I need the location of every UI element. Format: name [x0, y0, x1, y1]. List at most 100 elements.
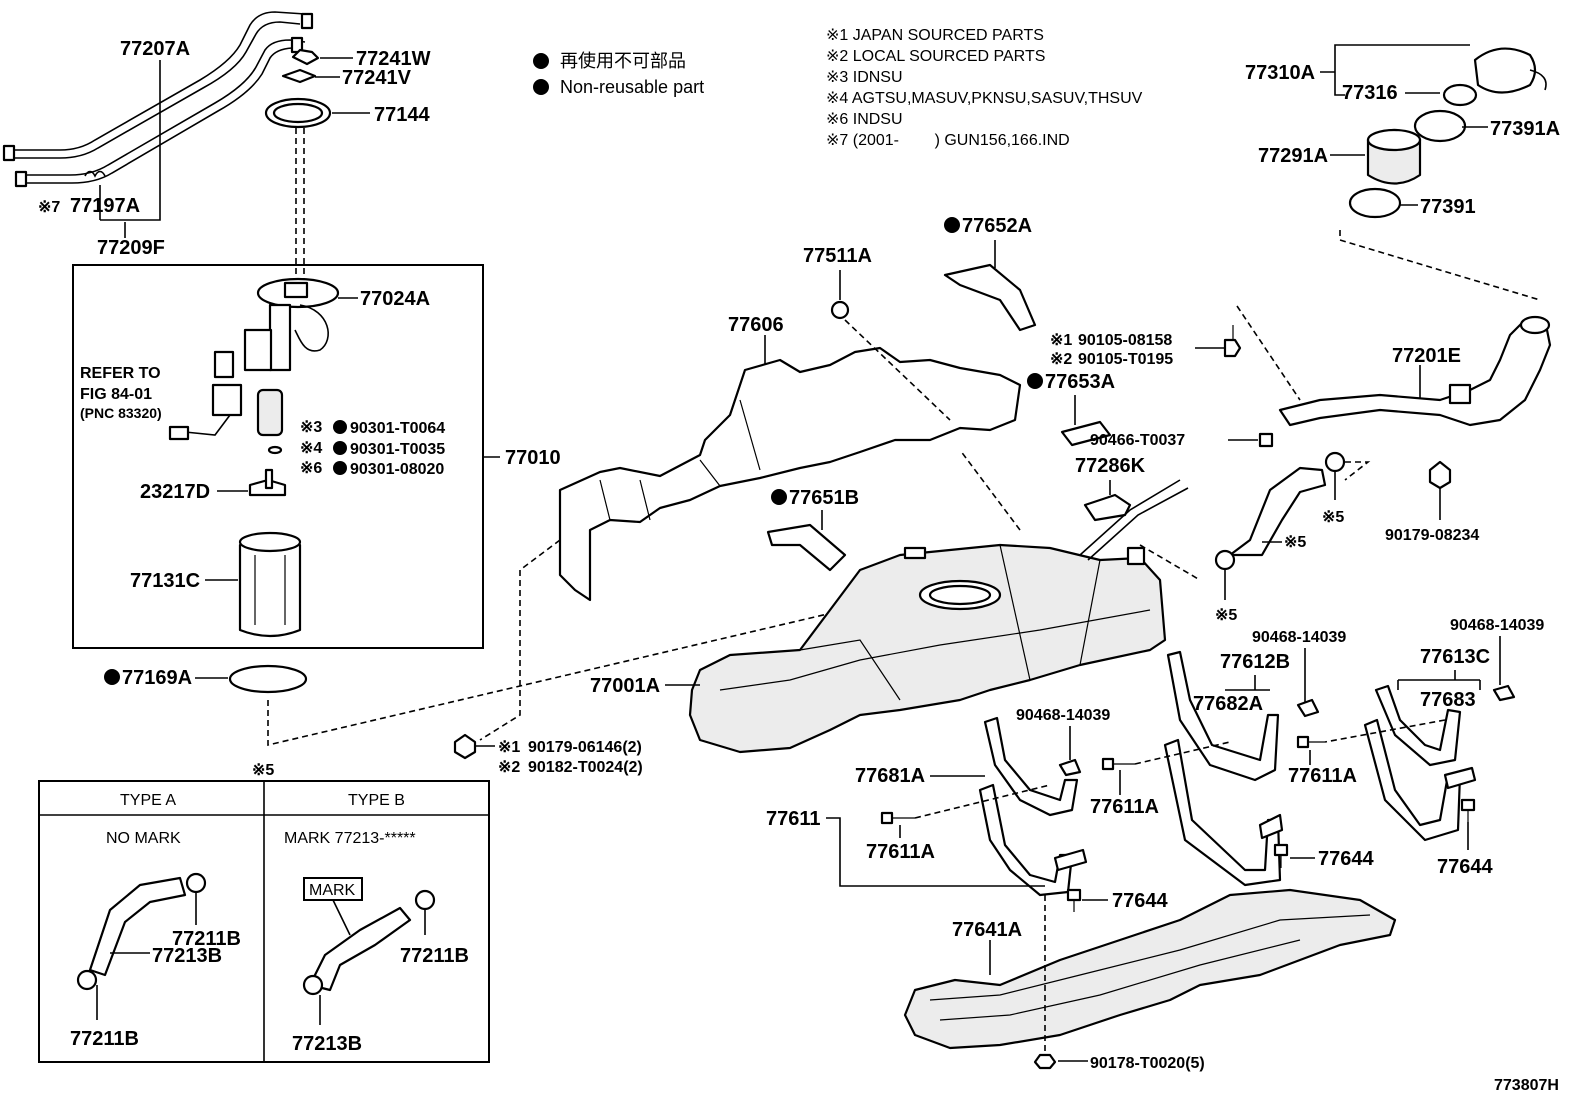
tank-seam — [719, 609, 1151, 691]
type-a-subheader: NO MARK — [106, 830, 181, 847]
cover-rib — [939, 939, 1301, 1021]
label-77131C: 77131C — [130, 570, 200, 592]
tank-filler-neck-icon — [1126, 546, 1146, 566]
label-77652A: 77652A — [962, 215, 1032, 237]
leader-77612B — [1225, 675, 1270, 691]
label-90105-08158-note: ※1 — [1050, 332, 1072, 349]
non-reusable-bullet-icon — [333, 461, 347, 475]
label-77241V: 77241V — [342, 67, 412, 89]
label-77291A: 77291A — [1258, 145, 1328, 167]
tube-end-icon — [2, 144, 16, 162]
pump-bracket — [243, 328, 273, 372]
non-reusable-bullet-icon — [533, 53, 549, 69]
label-90105-T0195-note: ※2 — [1050, 351, 1072, 368]
fuel-tank-77001A — [665, 543, 1167, 754]
fuel-tube-assembly — [2, 11, 314, 238]
tube-connector-icon — [300, 12, 314, 30]
cushion-77651B-icon — [766, 523, 847, 572]
pump-shaft-icon — [264, 468, 274, 490]
refer-line-2: FIG 84-01 — [80, 386, 152, 403]
label-mark5a: ※5 — [1322, 509, 1344, 526]
gasket-77316-icon — [1442, 83, 1478, 107]
hose-type-a-icon — [88, 876, 187, 977]
label-77641A: 77641A — [952, 919, 1022, 941]
gasket-77169A-icon — [228, 664, 308, 694]
label-90468-14039-c: 90468-14039 — [1016, 707, 1110, 724]
non-reusable-bullet-icon — [104, 669, 120, 685]
pump-housing-77131C-icon — [238, 536, 302, 638]
label-77144: 77144 — [374, 104, 430, 126]
ring-77391A-icon — [1413, 109, 1467, 143]
legend-note-7: ※7 (2001- ) GUN156,166.IND — [826, 132, 1070, 149]
type-a-clamp-lower: 77211B — [70, 1028, 139, 1050]
filler-pipe-body — [1278, 318, 1552, 427]
bolt-90105-icon — [1223, 338, 1242, 358]
label-mark5b: ※5 — [1284, 534, 1306, 551]
assembly-line-gasket — [267, 589, 931, 747]
type-a-clamp-upper: 77211B — [172, 928, 241, 950]
retainer-77241V-icon — [281, 68, 317, 84]
bolt-90179-06146-icon — [453, 733, 477, 760]
assembly-line-clip — [844, 319, 951, 421]
bolt-head-icon — [1101, 757, 1115, 771]
fuel-tube-upper — [10, 11, 306, 151]
non-reusable-bullet-icon — [771, 489, 787, 505]
fuel-tube-upper-inner — [10, 21, 301, 159]
label-77644-a: 77644 — [1112, 890, 1168, 912]
label-90468-14039-b: 90468-14039 — [1450, 617, 1544, 634]
fuel-sender-icon — [211, 383, 243, 417]
assembly-line-filler — [1339, 230, 1541, 301]
band-bracket-icon — [1258, 813, 1284, 840]
filler-bracket-icon — [1448, 383, 1472, 405]
clamp-type-b-icon — [414, 889, 436, 911]
table-note: ※5 — [252, 762, 274, 779]
band-77612B-icon — [1166, 650, 1280, 782]
label-90301-T0035-note: ※4 — [300, 440, 322, 457]
legend: 再使用不可部品 Non-reusable part ※1 JAPAN SOURC… — [533, 27, 1143, 149]
non-reusable-bullet-icon — [333, 420, 347, 434]
pump-harness — [294, 304, 329, 352]
label-77681A: 77681A — [855, 765, 925, 787]
label-77511A: 77511A — [803, 245, 872, 267]
label-90179-06146-note: ※1 — [498, 739, 520, 756]
band-bracket-icon — [1443, 766, 1477, 790]
type-b-subheader: MARK 77213-***** — [284, 830, 416, 847]
cushion-77652A-icon — [943, 263, 1037, 332]
type-a-header: TYPE A — [120, 792, 176, 809]
hose-type-table: ※5 TYPE A TYPE B NO MARK MARK 77213-****… — [38, 762, 490, 1063]
label-90301-T0064-note: ※3 — [300, 419, 322, 436]
o-ring-icon — [267, 445, 283, 455]
label-77197A-note: ※7 — [38, 199, 60, 216]
fuel-tube-lower — [22, 39, 306, 176]
label-77241W: 77241W — [356, 48, 431, 70]
label-90179-08234: 90179-08234 — [1385, 527, 1479, 544]
band-77613C-icon — [1374, 684, 1462, 767]
label-77316: 77316 — [1342, 82, 1398, 104]
non-reusable-bullet-icon — [533, 79, 549, 95]
tank-contours — [799, 544, 1101, 701]
tube-end-icon — [14, 170, 28, 188]
label-77201E: 77201E — [1392, 345, 1461, 367]
legend-note-4: ※4 AGTSU,MASUV,PKNSU,SASUV,THSUV — [826, 90, 1143, 107]
filter-icon — [256, 388, 284, 437]
fuel-cap-77310A-icon — [1473, 47, 1537, 94]
assembly-line-bolt — [479, 539, 561, 741]
clamp-type-a-upper-icon — [185, 872, 207, 894]
housing-top-icon — [238, 531, 302, 553]
vent-tube — [1079, 479, 1181, 556]
label-77310A: 77310A — [1245, 62, 1315, 84]
label-90105-08158: 90105-08158 — [1078, 332, 1172, 349]
tank-pump-opening-inner — [928, 584, 992, 606]
label-77611A-c: 77611A — [1288, 765, 1357, 787]
label-90182-T0024: 90182-T0024(2) — [528, 759, 643, 776]
bolt-90179-08234-icon — [1428, 460, 1452, 490]
label-77651B: 77651B — [789, 487, 859, 509]
legend-bullet-jp: 再使用不可部品 — [560, 51, 686, 71]
label-mark5c: ※5 — [1215, 607, 1237, 624]
label-77611A-a: 77611A — [866, 841, 935, 863]
assembly-line-band — [1134, 741, 1231, 765]
label-77001A: 77001A — [590, 675, 660, 697]
filler-hose-icon — [1228, 466, 1327, 557]
label-77611: 77611 — [766, 808, 821, 830]
clamp-type-b-lower-icon — [302, 974, 324, 996]
